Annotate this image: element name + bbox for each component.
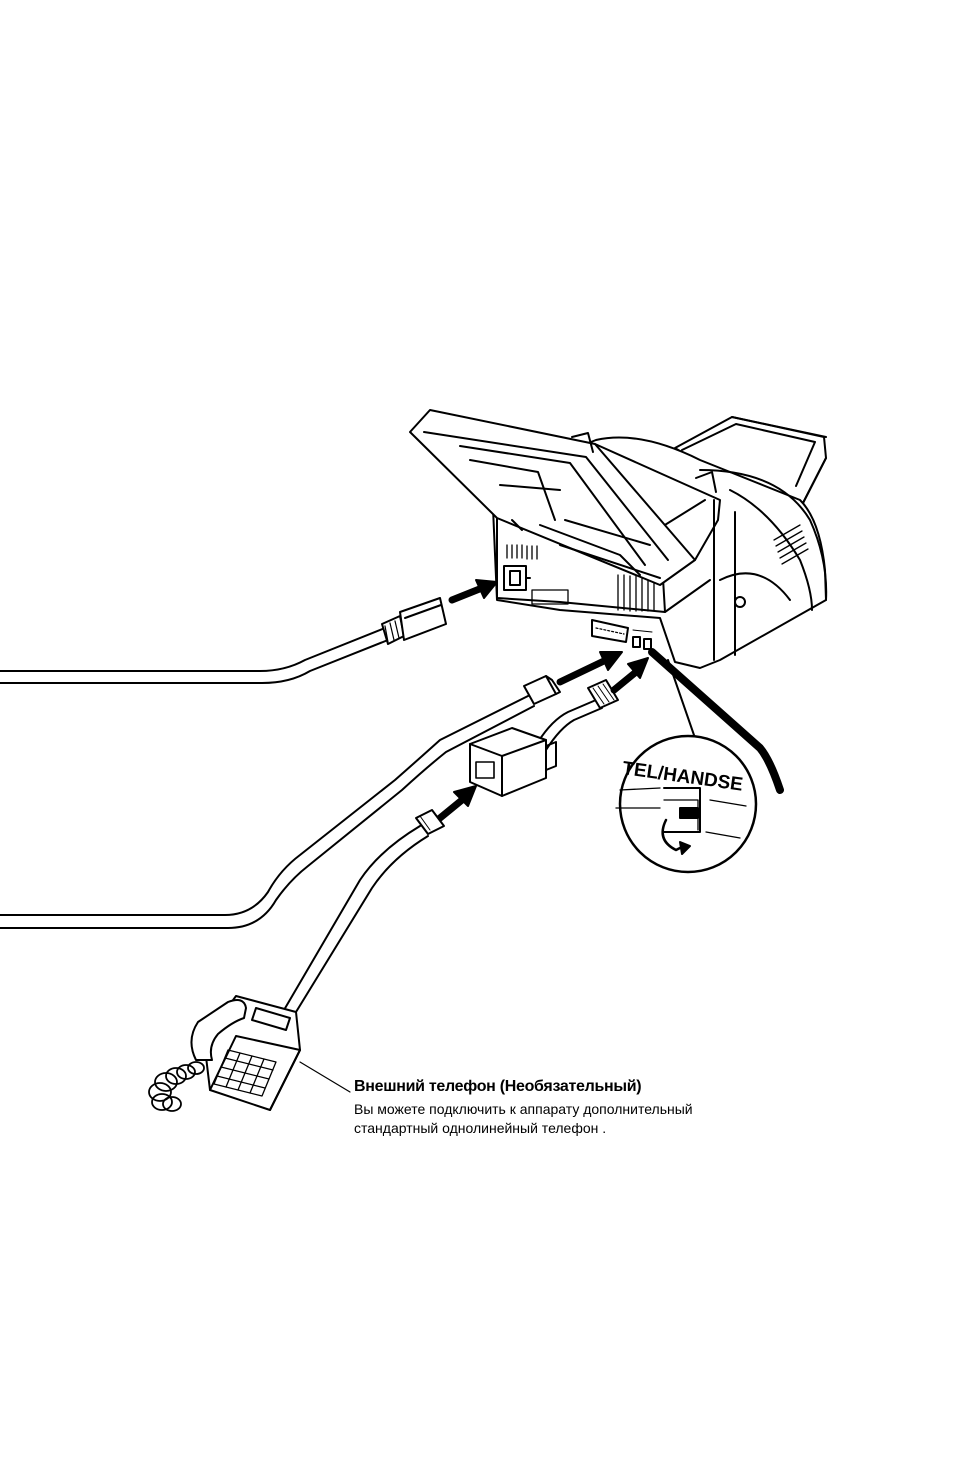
power-plug: [382, 598, 446, 644]
parallel-port: [592, 620, 628, 642]
callout: Внешний телефон (Необязательный) Вы може…: [354, 1077, 774, 1138]
callout-body: Вы можете подключить к аппарату дополнит…: [354, 1100, 774, 1138]
line-plug: [524, 676, 560, 704]
phone-cord: [284, 810, 444, 1012]
arrow-tel: [614, 658, 648, 690]
power-cord: [0, 580, 497, 683]
line-cord: [0, 652, 622, 928]
callout-leader: [300, 1062, 350, 1092]
arrow-line: [560, 652, 622, 682]
coiled-cord: [149, 1062, 204, 1111]
arrow-adapter: [440, 786, 476, 818]
callout-title: Внешний телефон (Необязательный): [354, 1077, 774, 1097]
callout-line-2: стандартный однолинейный телефон .: [354, 1119, 774, 1138]
fax-machine: [410, 410, 826, 668]
adapter-plug: [588, 680, 618, 708]
arrow-power: [452, 580, 497, 600]
adapter-box: [470, 728, 556, 796]
phone-plug: [416, 810, 444, 834]
tel-jacks: [633, 630, 652, 649]
callout-line-1: Вы можете подключить к аппарату дополнит…: [354, 1100, 774, 1119]
external-phone: [149, 996, 350, 1111]
